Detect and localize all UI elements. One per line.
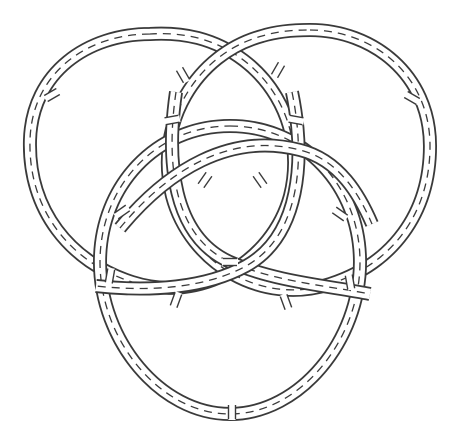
crossing-break-2 (271, 61, 285, 78)
crossing-break-12 (229, 404, 236, 420)
crossing-break-1 (176, 66, 190, 83)
crossing-gap (222, 259, 238, 266)
crossing-break-9 (198, 171, 213, 188)
crossing-break-10 (253, 171, 268, 188)
crossing-break-11 (222, 259, 238, 266)
crossing-gap (229, 404, 236, 420)
